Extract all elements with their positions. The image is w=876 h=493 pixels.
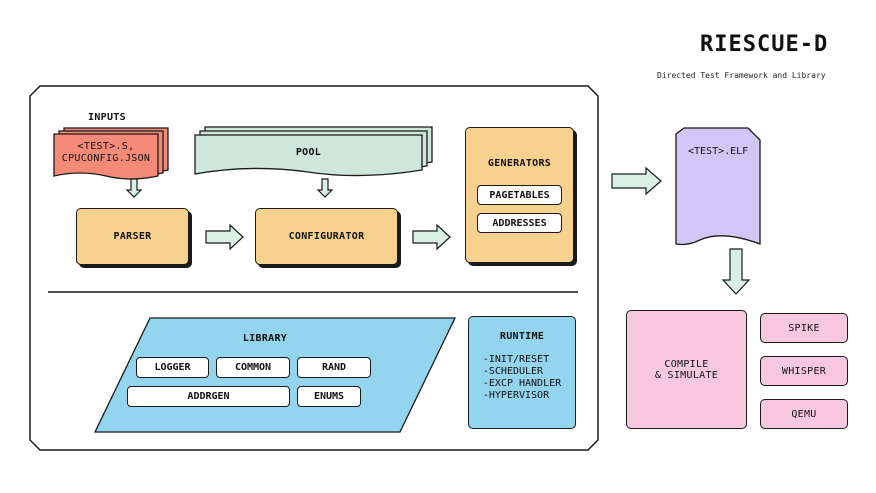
elf-label: <TEST>.ELF: [688, 146, 749, 157]
elf-document: [675, 127, 761, 246]
runtime-list: -INIT/RESET -SCHEDULER -EXCP HANDLER -HY…: [483, 354, 561, 402]
parser-label: PARSER: [113, 231, 152, 242]
runtime-item: -INIT/RESET: [482, 354, 550, 365]
inputs-file-2: CPUCONFIG.JSON: [61, 153, 151, 164]
generators-item-addresses: ADDRESSES: [477, 213, 562, 233]
simulator-whisper: WHISPER: [760, 356, 848, 386]
arrow-parser-to-configurator: [205, 223, 244, 251]
arrow-framework-to-elf: [611, 166, 662, 196]
simulator-qemu: QEMU: [760, 399, 848, 429]
inputs-heading: INPUTS: [88, 112, 126, 123]
compile-label-2: & SIMULATE: [654, 369, 719, 381]
simulator-spike-label: SPIKE: [788, 322, 820, 334]
configurator-label: CONFIGURATOR: [288, 231, 365, 242]
library-item-rand: RAND: [297, 357, 371, 378]
runtime-box: RUNTIME -INIT/RESET -SCHEDULER -EXCP HAN…: [468, 316, 576, 429]
compile-simulate-box: COMPILE & SIMULATE: [626, 310, 747, 429]
generators-item-pagetables: PAGETABLES: [477, 185, 562, 205]
arrow-pool-to-configurator: [316, 178, 334, 198]
runtime-label: RUNTIME: [499, 331, 545, 342]
parser-box: PARSER: [76, 208, 189, 265]
arrow-inputs-to-parser: [125, 178, 143, 198]
library-label: LIBRARY: [242, 333, 288, 344]
library-item-common: COMMON: [216, 357, 290, 378]
brand-subtitle: Directed Test Framework and Library: [657, 71, 826, 80]
simulator-whisper-label: WHISPER: [781, 365, 827, 377]
generators-label: GENERATORS: [487, 158, 552, 169]
arrow-elf-to-compile: [721, 248, 751, 295]
inputs-file-1: <TEST>.S,: [77, 141, 135, 152]
runtime-item: -EXCP HANDLER: [482, 378, 562, 389]
inputs-page-front: [53, 133, 159, 180]
library-item-enums: ENUMS: [297, 386, 361, 407]
configurator-box: CONFIGURATOR: [255, 208, 398, 265]
simulator-qemu-label: QEMU: [791, 408, 817, 420]
brand-title: RIESCUE-D: [700, 32, 829, 57]
pool-page-front: [194, 134, 423, 177]
runtime-item: -SCHEDULER: [482, 366, 544, 377]
simulator-spike: SPIKE: [760, 313, 848, 343]
library-item-logger: LOGGER: [136, 357, 209, 378]
arrow-configurator-to-generators: [412, 223, 451, 251]
compile-label-1: COMPILE: [664, 358, 709, 370]
runtime-item: -HYPERVISOR: [482, 390, 550, 401]
pool-label: POOL: [295, 147, 322, 158]
library-item-addrgen: ADDRGEN: [127, 386, 290, 407]
